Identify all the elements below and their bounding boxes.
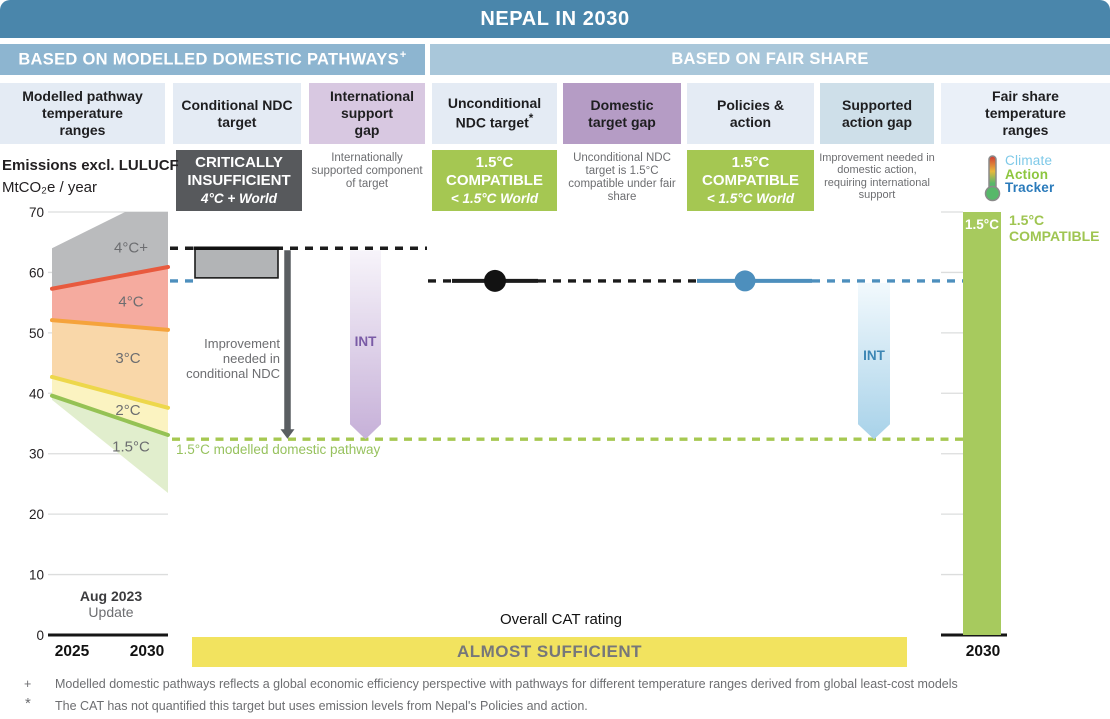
y-tick-label: 10 [29, 568, 44, 583]
rating-text: 1.5°C COMPATIBLE [702, 154, 799, 189]
update-word: Update [88, 604, 134, 620]
column-header-supported-action-gap: Supported action gap [820, 83, 934, 144]
rating-world-text: < 1.5°C World [706, 190, 795, 206]
footnote-text-2: The CAT has not quantified this target b… [55, 699, 588, 713]
fair-share-bar-label: 1.5°C [965, 217, 999, 232]
band-label: 2°C [115, 402, 140, 419]
band-label: 1.5°C [112, 438, 150, 455]
y-axis-unit: MtCO₂e / year [2, 178, 98, 196]
temperature-band-2°C [52, 376, 168, 435]
logo-word-action: Action [1005, 166, 1049, 182]
fair-share-15C-bar [963, 212, 1001, 635]
unconditional-ndc-target-marker [484, 269, 506, 292]
section-left-footnote-mark: + [399, 49, 407, 62]
rating-world-text: < 1.5°C World [450, 190, 539, 206]
rating-badge-policies-action: 1.5°C COMPATIBLE < 1.5°C World [687, 150, 814, 211]
y-tick-label: 40 [29, 386, 44, 401]
column-header-unconditional-ndc-target: Unconditional NDC target* [432, 83, 557, 144]
overall-cat-rating-label: Overall CAT rating [500, 611, 622, 628]
temperature-band-1.5°C [52, 395, 168, 493]
domestic-target-gap-note: Unconditional NDC target is 1.5°C compat… [568, 152, 676, 203]
supported-action-gap-note: Improvement needed in domestic action, r… [819, 152, 935, 201]
x-axis-left [48, 633, 168, 637]
international-support-gap-note: Internationally supported component of t… [311, 152, 423, 190]
rating-world-text: 4°C + World [200, 190, 278, 206]
section-header-fair-share: BASED ON FAIR SHARE [430, 44, 1110, 75]
column-header-domestic-target-gap: Domestic target gap [563, 83, 681, 144]
column-header-modelled-pathway-ranges: Modelled pathway temperature ranges [0, 83, 165, 144]
band-label: 4°C [118, 293, 143, 310]
y-tick-label: 20 [29, 507, 44, 522]
y-tick-label: 50 [29, 326, 44, 341]
column-header-policies-action: Policies & action [687, 83, 814, 144]
column-header-international-support-gap: International support gap [309, 83, 425, 144]
improvement-conditional-annotation: Improvement needed in conditional NDC [186, 336, 280, 381]
logo-word-climate: Climate [1005, 153, 1053, 168]
y-tick-label: 30 [29, 447, 44, 462]
y-axis-title: Emissions excl. LULUCF MtCO₂e / year [2, 155, 179, 199]
climate-action-tracker-logo: Climate Action Tracker [984, 154, 1054, 202]
modelled-pathway-line-label: 1.5°C modelled domestic pathway [176, 442, 381, 457]
fair-share-compatible-label: 1.5°C COMPATIBLE [1009, 212, 1100, 244]
column-header-conditional-ndc-target: Conditional NDC target [173, 83, 301, 144]
y-tick-label: 70 [29, 205, 44, 220]
conditional-ndc-target-box [194, 247, 279, 279]
temperature-band-4°C+ [52, 212, 168, 289]
logo-word-tracker: Tracker [1005, 180, 1055, 195]
section-left-label: BASED ON MODELLED DOMESTIC PATHWAYS [18, 50, 399, 69]
overall-rating-bar: ALMOST SUFFICIENT [192, 637, 907, 667]
update-date: Aug 2023 [79, 588, 143, 604]
temperature-band-3°C [52, 320, 168, 408]
x-axis-label-2025: 2025 [54, 643, 90, 660]
footnote-symbol-1: + [24, 677, 32, 691]
temperature-band-4°C [52, 266, 168, 330]
footnote-text-1: Modelled domestic pathways reflects a gl… [55, 677, 958, 691]
x-axis-label-2030-right: 2030 [965, 643, 1001, 660]
int-label-blue: INT [863, 348, 886, 363]
y-axis-title-line1: Emissions excl. LULUCF [2, 157, 179, 174]
rating-text: CRITICALLY INSUFFICIENT [187, 154, 291, 189]
footnote-symbol-2: * [25, 695, 31, 712]
rating-text: 1.5°C COMPATIBLE [446, 154, 543, 189]
section-right-label: BASED ON FAIR SHARE [671, 50, 869, 68]
y-tick-label: 60 [29, 265, 44, 280]
rating-badge-unconditional-ndc: 1.5°C COMPATIBLE < 1.5°C World [432, 150, 557, 211]
y-tick-label: 0 [36, 628, 44, 643]
international-support-gap-arrow [350, 250, 381, 440]
section-header-modelled-pathways: BASED ON MODELLED DOMESTIC PATHWAYS+ [0, 44, 425, 75]
thermometer-icon [984, 155, 1001, 202]
supported-action-gap-arrow [858, 282, 890, 440]
x-axis-label-2030-left: 2030 [129, 643, 165, 660]
int-label-purple: INT [355, 334, 378, 349]
rating-badge-conditional-ndc: CRITICALLY INSUFFICIENT 4°C + World [176, 150, 302, 211]
policies-and-action-marker [734, 270, 756, 292]
page-title: NEPAL IN 2030 [0, 0, 1110, 38]
column-header-fair-share-ranges: Fair share temperature ranges [941, 83, 1110, 144]
band-label: 4°C+ [114, 240, 148, 257]
band-label: 3°C [115, 350, 140, 367]
